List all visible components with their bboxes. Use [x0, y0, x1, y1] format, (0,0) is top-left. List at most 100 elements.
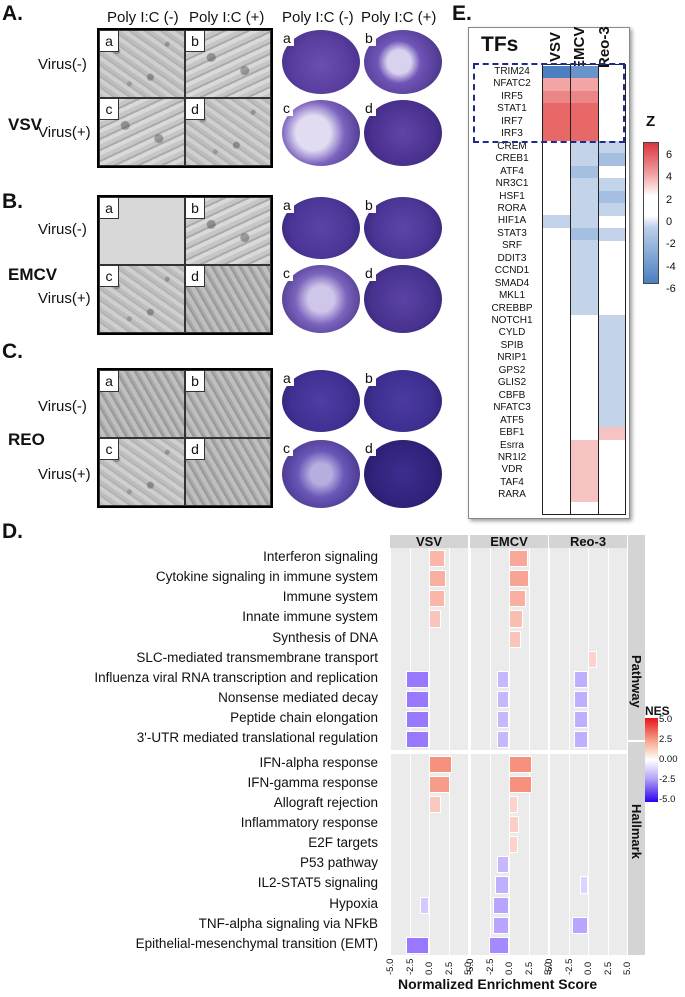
nes-x-tick: 0.0 — [424, 961, 435, 975]
tf-name: NFATC3 — [493, 402, 531, 414]
gridline — [627, 548, 628, 955]
tf-name: MKL1 — [498, 290, 526, 302]
nes-bar — [580, 876, 588, 894]
tf-name: DDIT3 — [497, 252, 527, 264]
nes-category-label: 3'-UTR mediated translational regulation — [136, 730, 378, 746]
nes-category-label: Peptide chain elongation — [230, 710, 378, 726]
tf-cell — [599, 227, 625, 241]
tf-name: RORA — [497, 202, 527, 214]
tf-name: CREM — [497, 140, 527, 152]
gridline — [468, 548, 469, 955]
nes-bar — [509, 836, 519, 854]
tf-cell — [543, 90, 570, 104]
tf-name: NR3C1 — [495, 178, 529, 190]
tf-name: GPS2 — [498, 364, 526, 376]
tf-cell — [571, 178, 598, 191]
tf-cell — [599, 352, 625, 366]
nes-x-tick: -2.5 — [404, 958, 416, 975]
facet-strip-vsv: VSV — [390, 535, 468, 549]
tf-cell — [599, 153, 625, 167]
tf-cell — [571, 451, 598, 465]
nes-legend-tick: 5.0 — [659, 714, 673, 725]
nes-category-label: Epithelial-mesenchymal transition (EMT) — [135, 935, 378, 951]
nes-x-tick: -5.0 — [544, 958, 555, 975]
panel-label-d: D. — [2, 520, 23, 543]
micro-b-image: b — [185, 197, 271, 265]
gridline — [470, 548, 471, 955]
tf-col-vsv: VSV — [547, 31, 564, 62]
tf-cell — [571, 290, 598, 304]
tf-cell — [571, 78, 598, 92]
nes-bar — [509, 590, 527, 608]
tf-name: CYLD — [498, 327, 526, 339]
nes-category-label: SLC-mediated transmembrane transport — [136, 649, 378, 665]
tf-highlight-box — [473, 63, 625, 143]
gridline — [549, 548, 550, 955]
micro-a-image: a — [99, 30, 185, 98]
nes-bar — [509, 630, 522, 648]
tf-cell — [571, 128, 598, 142]
gridline — [548, 548, 549, 955]
gridline — [568, 548, 570, 955]
tf-cell — [599, 190, 625, 204]
tf-name: ATF5 — [500, 414, 524, 426]
col-label-polyic-neg-well: Poly I:C (-) — [282, 9, 354, 26]
nes-category-label: Inflammatory response — [240, 814, 378, 830]
nes-bar — [573, 731, 588, 749]
tf-col-divider — [598, 64, 599, 515]
tf-cell — [599, 315, 625, 328]
panel-label-b: B. — [2, 190, 23, 213]
tf-name: HSF1 — [499, 190, 525, 202]
micro-c-image: c — [99, 98, 185, 166]
tf-cell — [571, 90, 598, 104]
tf-cell — [543, 66, 570, 79]
tf-cell — [571, 140, 598, 154]
z-colorbar — [643, 142, 659, 284]
nes-bar — [405, 670, 429, 689]
nes-x-tick: 0.0 — [583, 961, 594, 975]
tf-name: Esrra — [500, 439, 524, 451]
nes-bar — [573, 711, 588, 729]
nes-bar — [488, 936, 509, 954]
micro-b-image: b — [185, 370, 271, 438]
tf-cell — [543, 78, 570, 92]
nes-x-tick: 5.0 — [622, 961, 633, 975]
nes-bar — [429, 795, 441, 813]
row-label-virus-pos: Virus(+) — [38, 466, 91, 483]
nes-x-tick: 2.5 — [602, 961, 614, 975]
nes-category-label: Nonsense mediated decay — [218, 690, 378, 706]
nes-bar — [405, 731, 429, 749]
tf-cell — [571, 476, 598, 490]
gridline — [409, 548, 411, 955]
z-legend-tick: 2 — [666, 193, 673, 206]
nes-legend-tick: -2.5 — [659, 774, 676, 785]
nes-bar — [494, 876, 509, 894]
tf-name: CREB1 — [495, 153, 529, 165]
well-row-ab: a b — [278, 28, 446, 96]
panel-label-c: C. — [2, 340, 23, 363]
tf-cell — [571, 66, 598, 79]
nes-bar — [429, 570, 447, 588]
tf-cell — [599, 202, 625, 216]
nes-bar — [509, 550, 528, 568]
nes-category-label: IFN-gamma response — [247, 774, 378, 790]
tf-cell — [571, 165, 598, 179]
tf-name: CBFB — [498, 389, 526, 401]
nes-bar — [496, 731, 509, 749]
well-row-ab: a b — [278, 195, 446, 261]
well-row-cd: c d — [278, 98, 446, 168]
nes-colorbar — [645, 718, 658, 802]
well-row-cd: c d — [278, 263, 446, 335]
nes-bar — [496, 691, 509, 709]
panel-label-a: A. — [2, 2, 23, 25]
tf-name: SMAD4 — [494, 277, 530, 289]
panel-label-e: E. — [452, 2, 472, 25]
tf-cell — [599, 414, 625, 428]
z-legend-tick: -6 — [666, 282, 676, 295]
nes-bar — [509, 570, 529, 588]
tf-name: GLIS2 — [497, 377, 527, 389]
nes-bar — [573, 691, 588, 709]
micro-d-image: d — [185, 265, 271, 333]
gridline — [429, 548, 430, 955]
tf-cell — [571, 153, 598, 167]
